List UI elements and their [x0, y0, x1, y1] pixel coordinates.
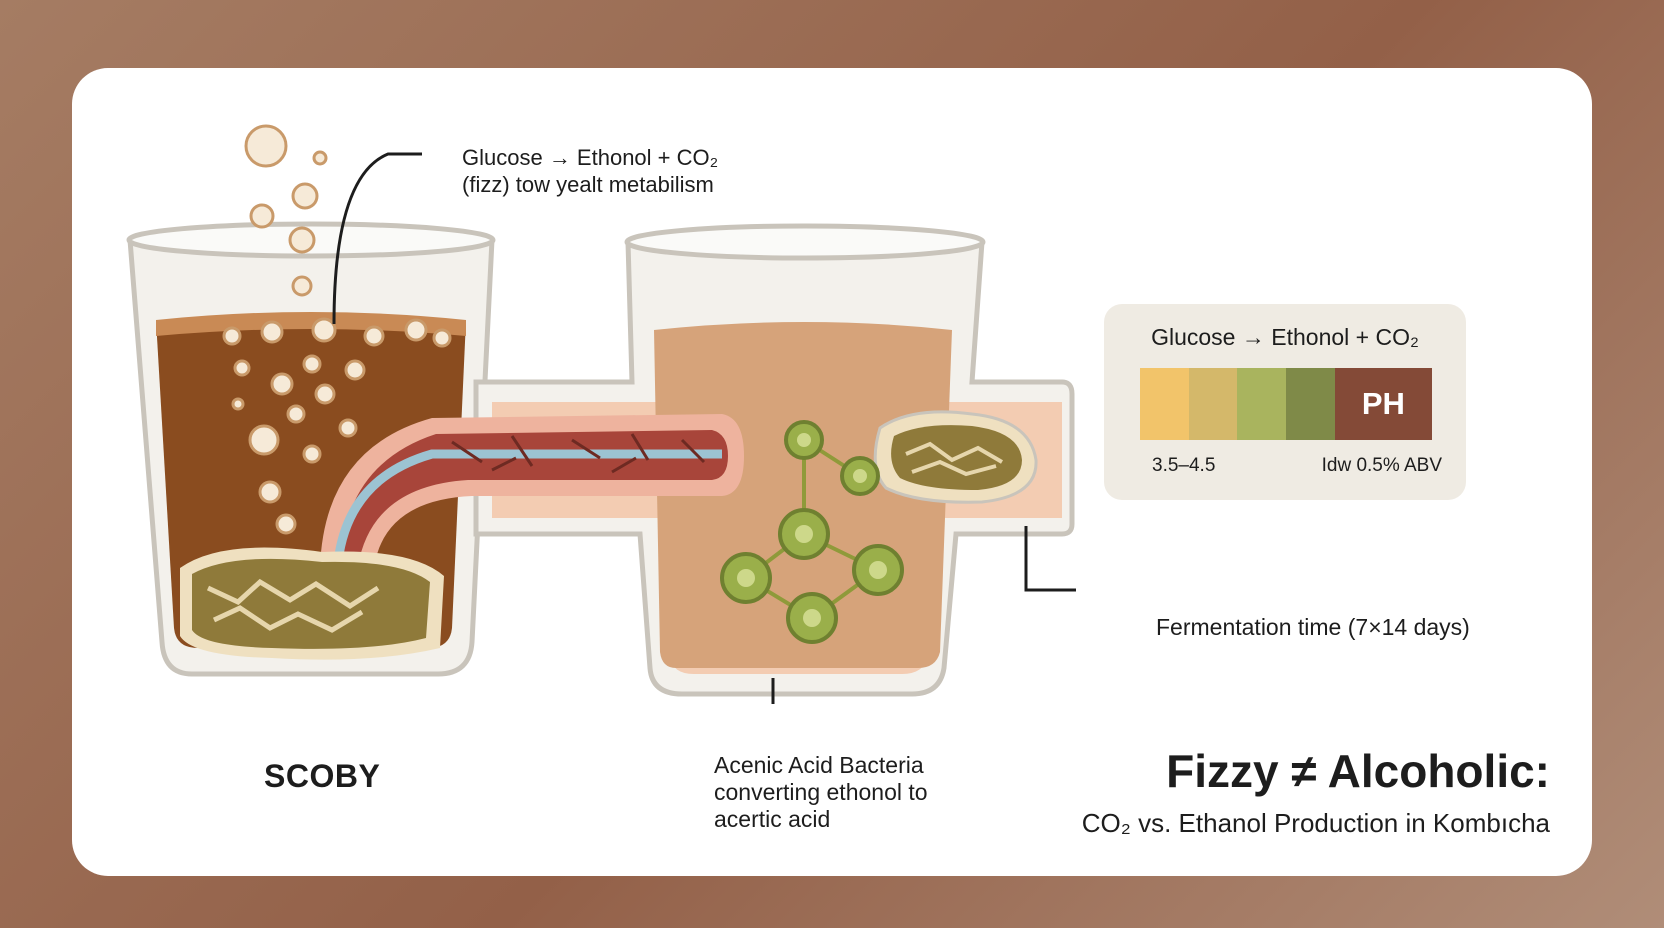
ph-color-scale: PH: [1140, 368, 1433, 440]
ph-segment-2: [1188, 368, 1238, 440]
page-subtitle: CO₂ vs. Ethanol Production in Kombıcha: [1081, 808, 1550, 838]
ph-segment-1: [1140, 368, 1189, 440]
ph-segment-4: [1286, 368, 1335, 440]
co2-bubbles: [222, 124, 452, 535]
page-title: Fizzy ≠ Alcoholic:: [1166, 745, 1550, 797]
ph-label: PH: [1334, 368, 1433, 440]
acetic-acid-bacteria: [720, 420, 904, 644]
scoby-side: [873, 410, 1038, 504]
fermentation-diagram: [126, 124, 1076, 704]
ph-segment-3: [1237, 368, 1287, 440]
ph-panel-title: Glucose → Ethonol + CO₂: [1151, 324, 1419, 350]
connection-tube: [320, 414, 744, 568]
bacteria-callout: Acenic Acid Bacteria converting ethonol …: [714, 752, 928, 833]
bacteria-callout-line-1: Acenic Acid Bacteria: [714, 752, 924, 778]
ph-panel: Glucose → Ethonol + CO₂ PH 3.5–4.5 Idw 0…: [1104, 304, 1466, 500]
yeast-callout-line-2: (fizz) tow yealt metabilism: [462, 172, 714, 197]
bacteria-callout-line-3: acertic acid: [714, 806, 831, 832]
bacteria-callout-line-2: converting ethonol to: [714, 779, 928, 805]
leader-lines: [332, 152, 1076, 704]
fermentation-time-label: Fermentation time (7×14 days): [1156, 614, 1470, 640]
yeast-callout-line-1: Glucose → Ethonol + CO₂: [462, 145, 719, 170]
abv-label: Idw 0.5% ABV: [1321, 455, 1442, 476]
scoby-mat: [180, 547, 444, 660]
yeast-callout: Glucose → Ethonol + CO₂ (fizz) tow yealt…: [462, 144, 718, 198]
scoby-label: SCOBY: [264, 758, 381, 794]
ph-range: 3.5–4.5: [1152, 455, 1216, 476]
